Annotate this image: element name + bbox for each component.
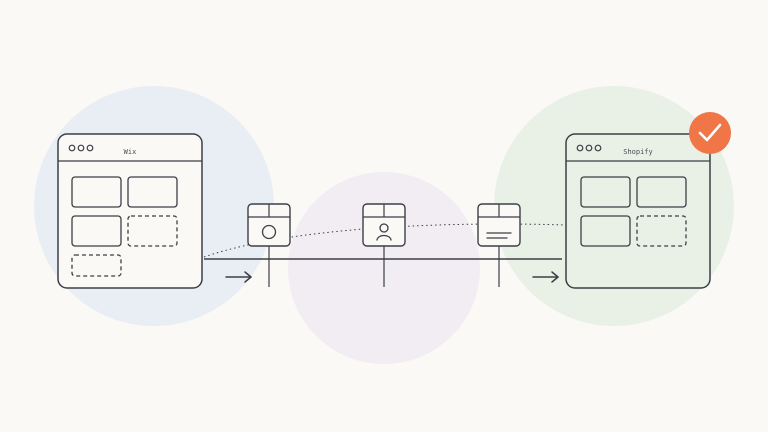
transfer-card — [362, 203, 406, 247]
arrow-right-icon — [225, 271, 252, 283]
content-block — [580, 215, 631, 247]
content-block — [71, 215, 122, 247]
window-controls — [68, 144, 94, 152]
arrow-right-icon — [532, 271, 559, 283]
transfer-card — [247, 203, 291, 247]
content-block — [636, 176, 687, 208]
content-block — [580, 176, 631, 208]
lines-icon — [486, 232, 512, 239]
source-window-title: Wix — [124, 148, 137, 156]
source-window: Wix — [57, 133, 203, 289]
checkmark-icon — [698, 123, 722, 142]
circle-icon — [261, 224, 277, 240]
content-block — [127, 176, 178, 208]
user-icon — [376, 223, 392, 241]
window-controls — [576, 144, 602, 152]
content-block — [71, 176, 122, 208]
empty-block-placeholder — [71, 254, 122, 277]
empty-block-placeholder — [127, 215, 178, 247]
success-badge — [689, 112, 731, 154]
target-window: Shopify — [565, 133, 711, 289]
transfer-card — [477, 203, 521, 247]
target-window-title: Shopify — [623, 148, 653, 156]
empty-block-placeholder — [636, 215, 687, 247]
